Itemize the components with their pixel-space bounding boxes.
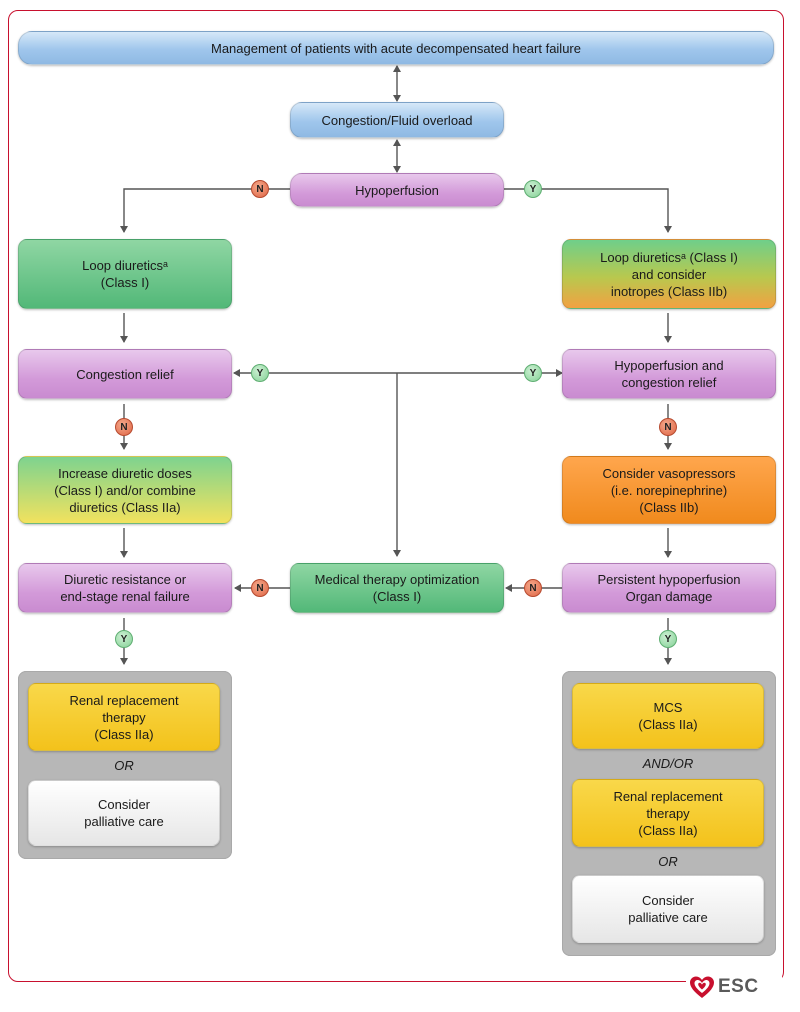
figure-frame <box>8 10 784 982</box>
right-palliative-label: Consider palliative care <box>628 893 708 925</box>
congestion-relief-box: Congestion relief <box>18 349 232 399</box>
persistent-hypoperfusion-box: Persistent hypoperfusion Organ damage <box>562 563 776 613</box>
congestion-box: Congestion/Fluid overload <box>290 102 504 138</box>
left-or-label: OR <box>114 758 134 773</box>
arrow-hypo-right <box>504 188 672 233</box>
mcs-label: MCS (Class IIa) <box>638 700 698 732</box>
badge-yes-hypo-right: Y <box>524 180 542 198</box>
badge-no-persistent: N <box>524 579 542 597</box>
right-renal-replacement-box: Renal replacement therapy (Class IIa) <box>572 779 764 847</box>
diuretic-resistance-box: Diuretic resistance or end-stage renal f… <box>18 563 232 613</box>
esc-logo-text: ESC <box>718 976 759 997</box>
right-or-label: OR <box>658 854 678 869</box>
persistent-hypoperfusion-label: Persistent hypoperfusion Organ damage <box>597 572 741 604</box>
badge-yes-hypo-relief: Y <box>524 364 542 382</box>
hypoperfusion-label: Hypoperfusion <box>355 182 439 198</box>
hypoperfusion-congestion-relief-label: Hypoperfusion and congestion relief <box>614 358 724 390</box>
arrow-hypo-left <box>120 188 290 233</box>
mcs-box: MCS (Class IIa) <box>572 683 764 749</box>
page-title: Management of patients with acute decomp… <box>210 40 581 56</box>
badge-no-hypo-relief: N <box>659 418 677 436</box>
medical-therapy-label: Medical therapy optimization (Class I) <box>314 572 480 604</box>
right-loop-diuretics-label: Loop diureticsᵃ (Class I) and consider i… <box>600 249 738 299</box>
increase-diuretic-label: Increase diuretic doses (Class I) and/or… <box>54 465 196 515</box>
left-renal-replacement-box: Renal replacement therapy (Class IIa) <box>28 683 220 751</box>
hypoperfusion-congestion-relief-box: Hypoperfusion and congestion relief <box>562 349 776 399</box>
esc-logo: ESC <box>686 972 782 1000</box>
badge-no-to-resistance: N <box>251 579 269 597</box>
congestion-relief-label: Congestion relief <box>76 366 174 382</box>
congestion-label: Congestion/Fluid overload <box>321 112 473 128</box>
right-palliative-box: Consider palliative care <box>572 875 764 943</box>
heart-icon <box>690 976 714 998</box>
increase-diuretic-box: Increase diuretic doses (Class I) and/or… <box>18 456 232 524</box>
left-palliative-label: Consider palliative care <box>84 797 164 829</box>
medical-therapy-box: Medical therapy optimization (Class I) <box>290 563 504 613</box>
left-loop-diuretics-box: Loop diureticsᵃ (Class I) <box>18 239 232 309</box>
andor-label: AND/OR <box>642 756 694 771</box>
left-loop-diuretics-label: Loop diureticsᵃ (Class I) <box>82 258 168 290</box>
right-renal-replacement-label: Renal replacement therapy (Class IIa) <box>613 788 723 838</box>
badge-no-congestion-relief: N <box>115 418 133 436</box>
hypoperfusion-box: Hypoperfusion <box>290 173 504 207</box>
diuretic-resistance-label: Diuretic resistance or end-stage renal f… <box>60 572 190 604</box>
badge-yes-congestion-relief: Y <box>251 364 269 382</box>
title-box: Management of patients with acute decomp… <box>18 31 774 65</box>
left-palliative-box: Consider palliative care <box>28 780 220 846</box>
badge-yes-persistent: Y <box>659 630 677 648</box>
badge-yes-resistance: Y <box>115 630 133 648</box>
left-renal-replacement-label: Renal replacement therapy (Class IIa) <box>69 692 179 742</box>
badge-no-hypo-left: N <box>251 180 269 198</box>
vasopressors-label: Consider vasopressors (i.e. norepinephri… <box>602 465 736 515</box>
vasopressors-box: Consider vasopressors (i.e. norepinephri… <box>562 456 776 524</box>
right-loop-diuretics-box: Loop diureticsᵃ (Class I) and consider i… <box>562 239 776 309</box>
